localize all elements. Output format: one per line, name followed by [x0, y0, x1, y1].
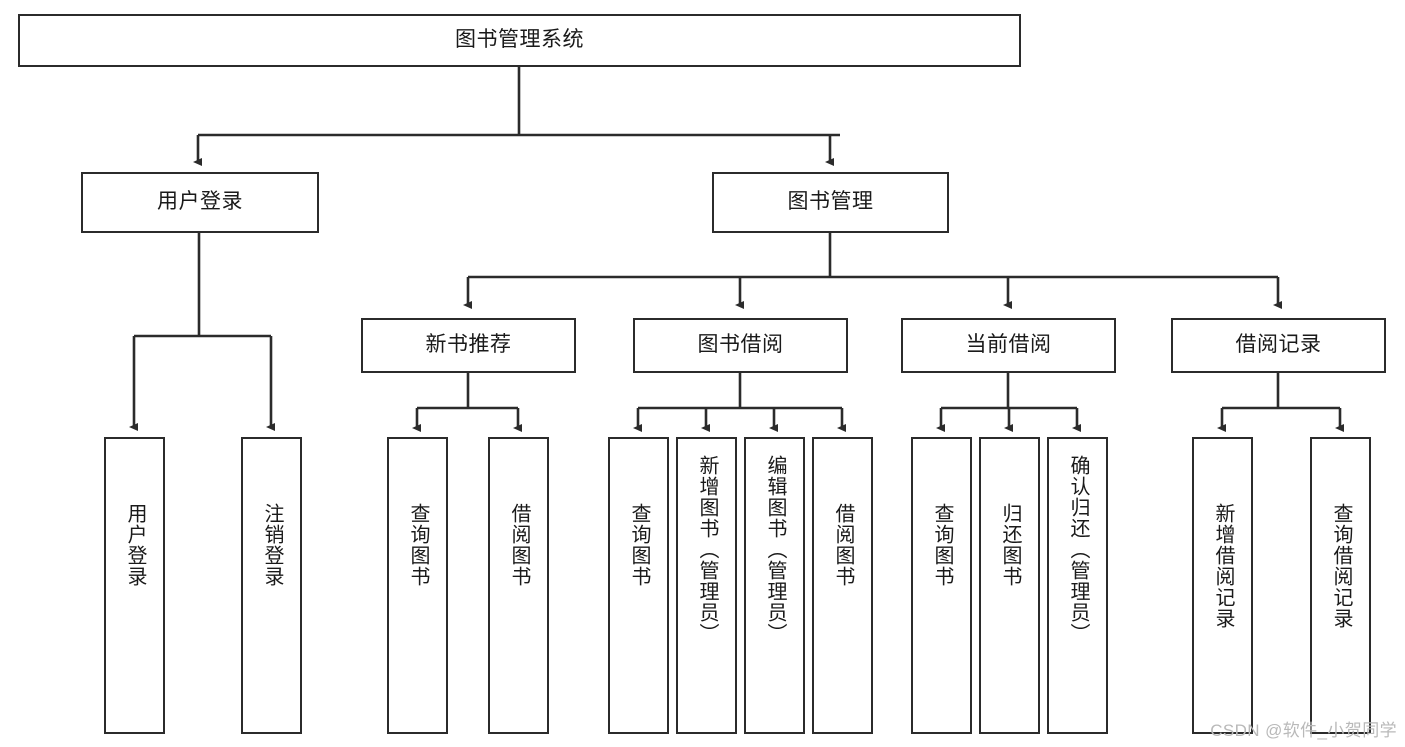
node-root-book-management-system[interactable]: 图书管理系统 — [18, 14, 1021, 67]
node-label: 查询图书 — [628, 503, 650, 587]
node-leaf-user-login[interactable]: 用户登录 — [104, 437, 165, 734]
node-leaf-edit-book-admin[interactable]: 编辑图书（管理员） — [744, 437, 805, 734]
node-label: 查询借阅记录 — [1330, 503, 1352, 629]
node-leaf-query-book-borrow[interactable]: 查询图书 — [608, 437, 669, 734]
node-book-borrow[interactable]: 图书借阅 — [633, 318, 848, 373]
node-label: 新书推荐 — [425, 333, 512, 357]
node-label: 确认归还（管理员） — [1067, 455, 1089, 644]
node-label: 图书管理 — [787, 190, 874, 214]
node-leaf-add-book-admin[interactable]: 新增图书（管理员） — [676, 437, 737, 734]
node-new-book-recommend[interactable]: 新书推荐 — [361, 318, 576, 373]
node-leaf-query-book-current[interactable]: 查询图书 — [911, 437, 972, 734]
node-current-borrow[interactable]: 当前借阅 — [901, 318, 1116, 373]
node-label: 编辑图书（管理员） — [764, 455, 786, 644]
node-leaf-borrow-book[interactable]: 借阅图书 — [812, 437, 873, 734]
node-leaf-query-book-recommend[interactable]: 查询图书 — [387, 437, 448, 734]
node-borrow-record[interactable]: 借阅记录 — [1171, 318, 1386, 373]
node-leaf-borrow-book-recommend[interactable]: 借阅图书 — [488, 437, 549, 734]
node-leaf-confirm-return-admin[interactable]: 确认归还（管理员） — [1047, 437, 1108, 734]
node-book-management[interactable]: 图书管理 — [712, 172, 949, 233]
node-label: 查询图书 — [407, 503, 429, 587]
watermark-text: CSDN @软件_小贺同学 — [1210, 721, 1397, 740]
node-label: 借阅图书 — [508, 503, 530, 587]
node-leaf-query-borrow-record[interactable]: 查询借阅记录 — [1310, 437, 1371, 734]
node-user-login[interactable]: 用户登录 — [81, 172, 319, 233]
node-leaf-return-book[interactable]: 归还图书 — [979, 437, 1040, 734]
node-label: 借阅记录 — [1235, 333, 1322, 357]
node-label: 图书借阅 — [697, 333, 784, 357]
node-label: 用户登录 — [157, 190, 243, 214]
node-leaf-add-borrow-record[interactable]: 新增借阅记录 — [1192, 437, 1253, 734]
node-label: 新增图书（管理员） — [696, 455, 718, 644]
node-label: 归还图书 — [999, 503, 1021, 587]
node-label: 注销登录 — [261, 503, 283, 587]
node-label: 查询图书 — [931, 503, 953, 587]
node-label: 借阅图书 — [832, 503, 854, 587]
node-label: 当前借阅 — [965, 333, 1052, 357]
node-leaf-logout[interactable]: 注销登录 — [241, 437, 302, 734]
node-label: 新增借阅记录 — [1212, 503, 1234, 629]
node-label: 图书管理系统 — [455, 28, 584, 52]
node-label: 用户登录 — [124, 503, 146, 587]
